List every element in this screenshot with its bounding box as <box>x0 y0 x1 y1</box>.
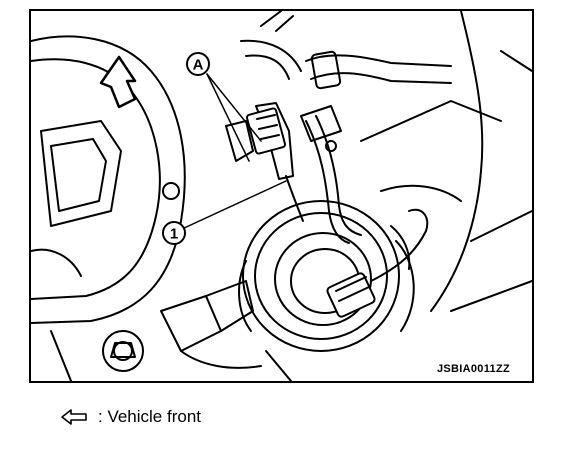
arrow-left-outline-icon <box>61 409 87 425</box>
callout-1-label: 1 <box>170 226 178 243</box>
legend-text: : Vehicle front <box>98 407 202 426</box>
upper-hoses <box>240 11 452 90</box>
vehicle-front-arrow-icon <box>99 55 137 109</box>
leader-lines <box>181 73 287 230</box>
engine-compartment-illustration: A 1 <box>31 11 532 381</box>
lower-bracket <box>50 280 292 381</box>
legend: : Vehicle front <box>60 404 201 430</box>
compressor-pulley <box>238 200 415 352</box>
callout-a-label: A <box>193 57 204 74</box>
callout-a: A <box>186 52 210 76</box>
lower-connector <box>326 208 429 318</box>
wiring-harness <box>285 115 362 244</box>
figure-code: JSBIA0011ZZ <box>436 363 510 375</box>
illustration-frame: A 1 JSBIA0011ZZ <box>29 9 534 383</box>
callout-1: 1 <box>162 221 186 245</box>
sensor-connector <box>225 102 342 180</box>
right-structure <box>360 11 532 312</box>
body-panel <box>31 35 186 324</box>
